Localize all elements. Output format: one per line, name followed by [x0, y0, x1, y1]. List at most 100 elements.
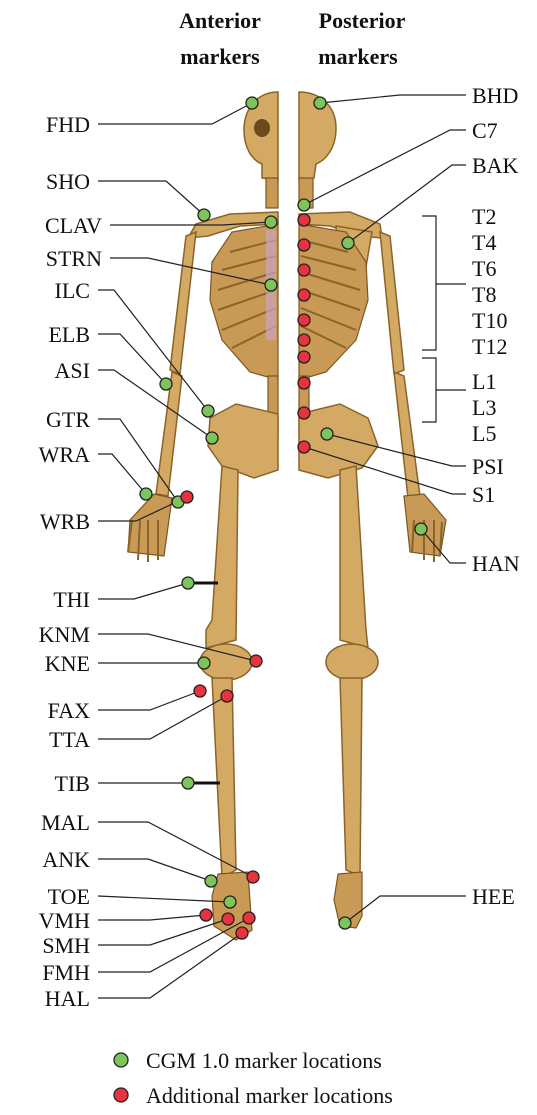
anterior-header-line1: Anterior — [179, 8, 261, 33]
marker-ank — [205, 875, 217, 887]
marker-elb — [160, 378, 172, 390]
marker-tta — [221, 690, 233, 702]
marker-t2a — [298, 214, 310, 226]
marker-bak — [342, 237, 354, 249]
marker-thi — [182, 577, 194, 589]
label-clav: CLAV — [45, 213, 102, 238]
legend: CGM 1.0 marker locations Additional mark… — [114, 1048, 393, 1108]
center-divider — [278, 80, 299, 500]
label-mal: MAL — [41, 810, 90, 835]
marker-wra — [140, 488, 152, 500]
label-l5: L5 — [472, 421, 496, 446]
label-tib: TIB — [55, 771, 90, 796]
anterior-forearm — [156, 372, 182, 496]
marker-ilc — [202, 405, 214, 417]
anterior-hand — [128, 494, 172, 556]
marker-fmh — [243, 912, 255, 924]
anterior-header-line2: markers — [180, 44, 260, 69]
label-l3: L3 — [472, 395, 496, 420]
marker-l1 — [298, 351, 310, 363]
label-t12: T12 — [472, 334, 507, 359]
marker-han — [415, 523, 427, 535]
label-l1: L1 — [472, 369, 496, 394]
marker-tib — [182, 777, 194, 789]
label-hee: HEE — [472, 884, 515, 909]
label-fax: FAX — [48, 698, 90, 723]
marker-toe — [224, 896, 236, 908]
marker-t12 — [298, 334, 310, 346]
label-toe: TOE — [48, 884, 90, 909]
marker-asi — [206, 432, 218, 444]
label-elb: ELB — [48, 322, 90, 347]
marker-s1 — [298, 441, 310, 453]
marker-smh — [222, 913, 234, 925]
label-fhd: FHD — [46, 112, 90, 137]
anterior-pelvis — [208, 404, 278, 478]
label-c7: C7 — [472, 118, 498, 143]
marker-strn — [265, 279, 277, 291]
label-ank: ANK — [42, 847, 90, 872]
posterior-femur — [340, 466, 368, 648]
marker-hee — [339, 917, 351, 929]
label-han: HAN — [472, 551, 520, 576]
label-knm: KNM — [39, 622, 90, 647]
marker-hal — [236, 927, 248, 939]
marker-t8 — [298, 289, 310, 301]
anterior-eye-socket — [254, 119, 270, 137]
posterior-skeleton — [299, 92, 446, 928]
label-thi: THI — [53, 587, 90, 612]
label-gtr: GTR — [46, 407, 90, 432]
posterior-tibia — [340, 678, 362, 876]
marker-l5 — [298, 407, 310, 419]
marker-knm — [250, 655, 262, 667]
label-psi: PSI — [472, 454, 504, 479]
label-hal: HAL — [45, 986, 90, 1011]
anterior-neck — [266, 178, 278, 208]
posterior-header-line2: markers — [318, 44, 398, 69]
label-bhd: BHD — [472, 83, 518, 108]
marker-sho — [198, 209, 210, 221]
label-s1: S1 — [472, 482, 495, 507]
label-smh: SMH — [42, 933, 90, 958]
posterior-header-line1: Posterior — [319, 8, 406, 33]
anterior-tibia — [212, 678, 236, 878]
legend-red-label: Additional marker locations — [146, 1083, 393, 1108]
marker-c7 — [298, 199, 310, 211]
anterior-labels: FHD SHO CLAV STRN ILC ELB ASI GTR WRA WR… — [39, 112, 102, 1011]
marker-t10 — [298, 314, 310, 326]
posterior-knee — [326, 644, 378, 680]
marker-mal — [247, 871, 259, 883]
label-asi: ASI — [55, 358, 90, 383]
anterior-humerus — [170, 232, 196, 374]
marker-gtr — [181, 491, 193, 503]
marker-l3 — [298, 377, 310, 389]
marker-bhd — [314, 97, 326, 109]
label-kne: KNE — [45, 651, 90, 676]
label-t2: T2 — [472, 204, 496, 229]
marker-clav — [265, 216, 277, 228]
marker-vmh — [200, 909, 212, 921]
label-ilc: ILC — [55, 278, 90, 303]
marker-kne — [198, 657, 210, 669]
label-vmh: VMH — [39, 908, 90, 933]
label-fmh: FMH — [42, 960, 90, 985]
label-wra: WRA — [39, 442, 90, 467]
posterior-labels: BHD C7 BAK T2 T4 T6 T8 T10 T12 L1 L3 L5 … — [472, 83, 520, 909]
label-t8: T8 — [472, 282, 496, 307]
label-wrb: WRB — [40, 509, 90, 534]
label-sho: SHO — [46, 169, 90, 194]
anterior-femur — [206, 466, 238, 648]
marker-fhd — [246, 97, 258, 109]
posterior-humerus — [380, 232, 404, 374]
legend-red-swatch — [114, 1088, 128, 1102]
label-t6: T6 — [472, 256, 496, 281]
label-t10: T10 — [472, 308, 507, 333]
legend-green-swatch — [114, 1053, 128, 1067]
label-strn: STRN — [46, 246, 102, 271]
label-t4: T4 — [472, 230, 496, 255]
label-bak: BAK — [472, 153, 519, 178]
marker-psi — [321, 428, 333, 440]
marker-t4 — [298, 239, 310, 251]
